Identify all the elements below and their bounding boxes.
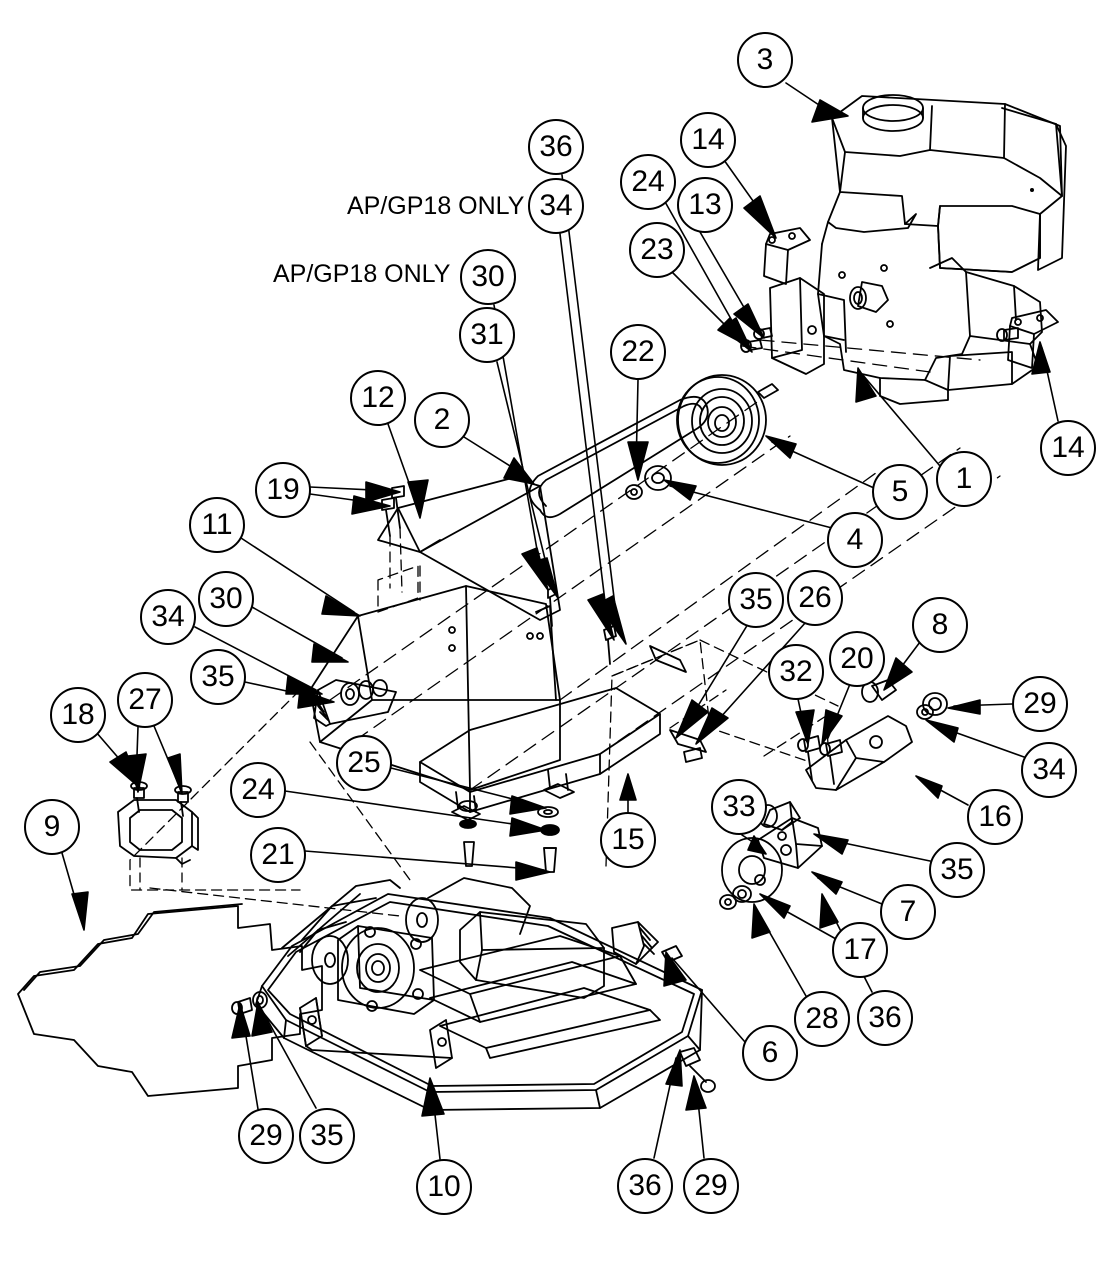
callout-bubble-14[interactable]: 14: [680, 112, 736, 168]
callout-bubble-35[interactable]: 35: [299, 1108, 355, 1164]
callout-bubble-5[interactable]: 5: [872, 464, 928, 520]
callout-bubble-4[interactable]: 4: [827, 512, 883, 568]
callout-bubble-14[interactable]: 14: [1040, 420, 1096, 476]
callout-bubble-24[interactable]: 24: [230, 762, 286, 818]
callout-bubble-24[interactable]: 24: [620, 154, 676, 210]
engine-assembly: [740, 94, 1067, 405]
callout-bubble-2[interactable]: 2: [414, 392, 470, 448]
base-plate-assembly: [231, 877, 716, 1111]
callout-bubble-29[interactable]: 29: [1012, 676, 1068, 732]
callout-bubble-35[interactable]: 35: [929, 842, 985, 898]
callout-bubble-30[interactable]: 30: [198, 571, 254, 627]
callout-bubble-23[interactable]: 23: [629, 222, 685, 278]
callout-bubble-35[interactable]: 35: [190, 649, 246, 705]
callout-bubble-19[interactable]: 19: [255, 462, 311, 518]
callout-bubble-33[interactable]: 33: [711, 779, 767, 835]
callout-bubble-18[interactable]: 18: [50, 687, 106, 743]
handle-grip-assembly: [117, 781, 199, 891]
callout-bubble-9[interactable]: 9: [24, 799, 80, 855]
urethane-mat: [17, 903, 323, 1097]
callout-bubble-30[interactable]: 30: [460, 249, 516, 305]
leader-lines: [61, 82, 1059, 1160]
callout-bubble-10[interactable]: 10: [416, 1159, 472, 1215]
note-ap-gp18-only-2: AP/GP18 ONLY: [273, 260, 451, 288]
callout-bubble-6[interactable]: 6: [742, 1025, 798, 1081]
callout-bubble-13[interactable]: 13: [677, 177, 733, 233]
callout-bubble-36[interactable]: 36: [857, 990, 913, 1046]
callout-bubble-22[interactable]: 22: [610, 324, 666, 380]
callout-bubble-29[interactable]: 29: [238, 1108, 294, 1164]
callout-bubble-32[interactable]: 32: [768, 644, 824, 700]
callout-bubble-36[interactable]: 36: [528, 119, 584, 175]
deck-plate-assembly: [129, 687, 661, 917]
callout-bubble-15[interactable]: 15: [600, 812, 656, 868]
handle-linkage-assembly: [605, 639, 948, 910]
callout-bubble-34[interactable]: 34: [1021, 742, 1077, 798]
callout-bubble-34[interactable]: 34: [528, 178, 584, 234]
callout-bubble-20[interactable]: 20: [829, 631, 885, 687]
callout-bubble-11[interactable]: 11: [189, 497, 245, 553]
callout-bubble-28[interactable]: 28: [794, 991, 850, 1047]
callout-bubble-8[interactable]: 8: [912, 597, 968, 653]
callout-bubble-36[interactable]: 36: [617, 1158, 673, 1214]
callout-bubble-16[interactable]: 16: [967, 789, 1023, 845]
callout-bubble-17[interactable]: 17: [832, 922, 888, 978]
callout-bubble-26[interactable]: 26: [787, 570, 843, 626]
callout-bubble-29[interactable]: 29: [683, 1158, 739, 1214]
callout-bubble-34[interactable]: 34: [140, 589, 196, 645]
callout-bubble-12[interactable]: 12: [350, 370, 406, 426]
callout-bubble-35[interactable]: 35: [728, 572, 784, 628]
clutch-pulley-assembly: [528, 374, 779, 519]
callout-bubble-21[interactable]: 21: [250, 827, 306, 883]
callout-bubble-7[interactable]: 7: [880, 884, 936, 940]
callout-bubble-3[interactable]: 3: [737, 32, 793, 88]
callout-bubble-31[interactable]: 31: [459, 307, 515, 363]
callout-bubble-25[interactable]: 25: [336, 735, 392, 791]
callout-bubble-27[interactable]: 27: [117, 672, 173, 728]
note-ap-gp18-only-1: AP/GP18 ONLY: [347, 192, 525, 220]
callout-bubble-1[interactable]: 1: [936, 451, 992, 507]
